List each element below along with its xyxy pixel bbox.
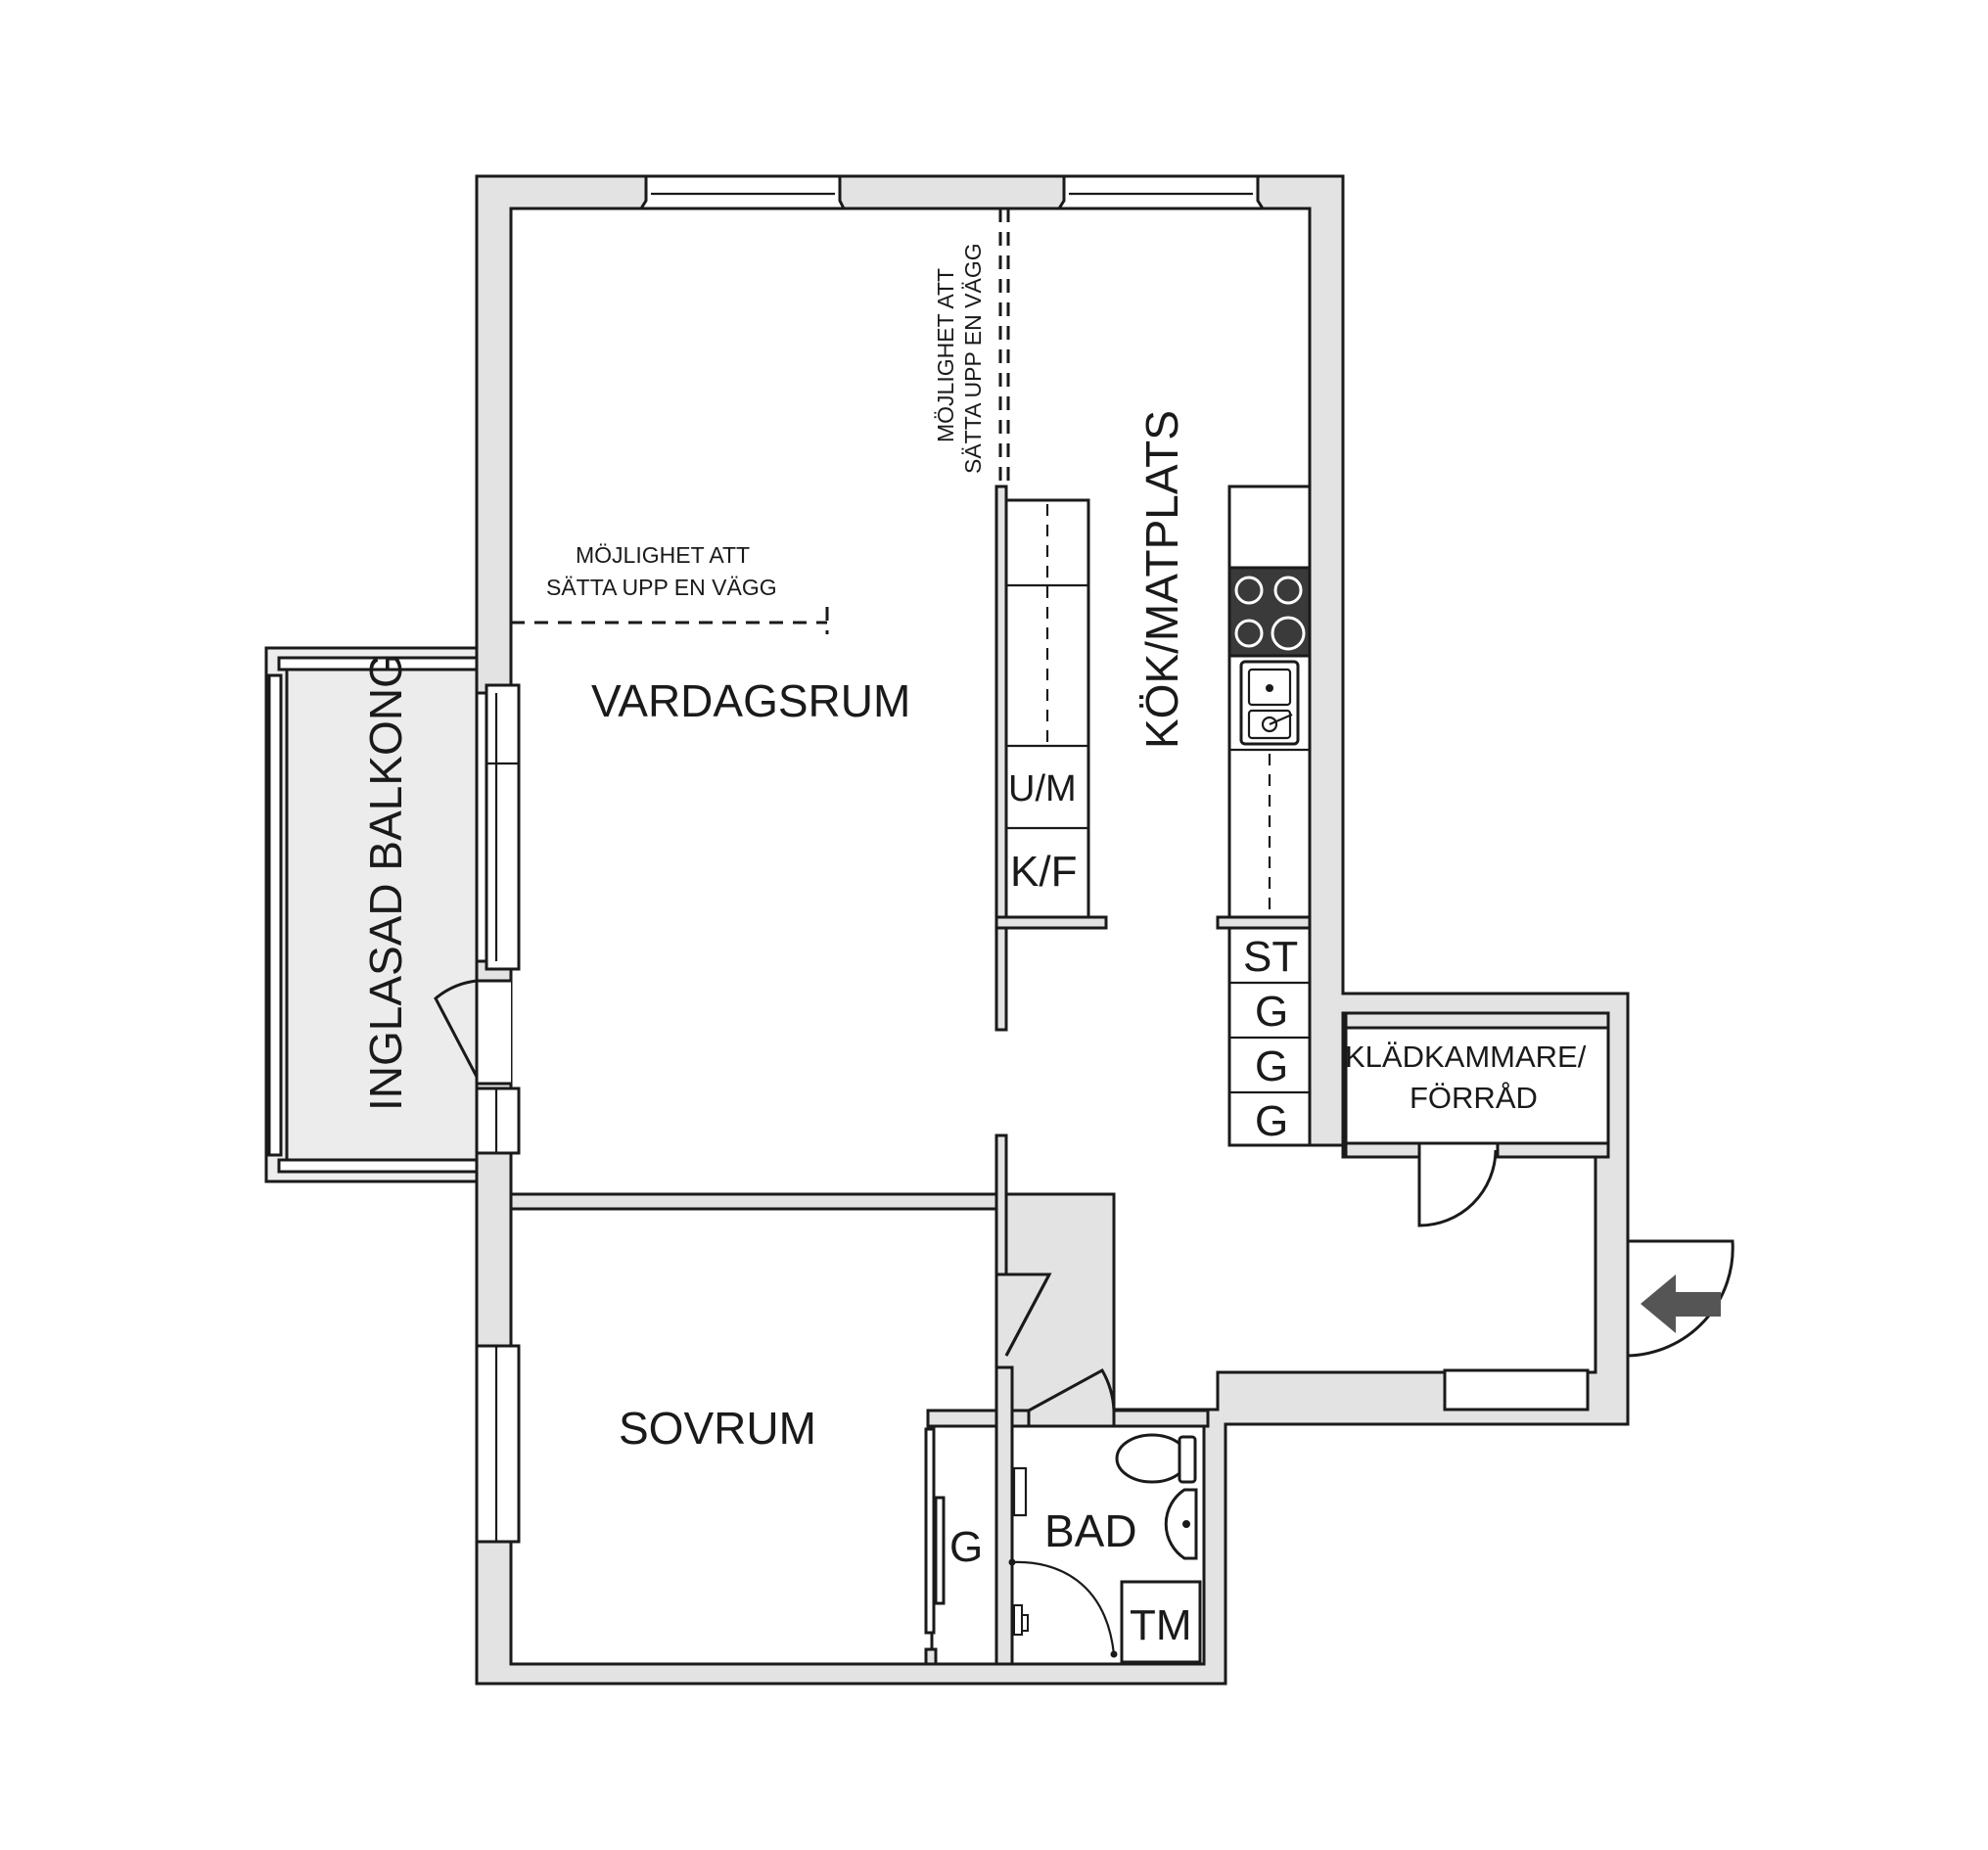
doors	[1004, 1149, 1734, 1412]
glazed-balcony	[264, 646, 479, 1183]
balcony-label: INGLASAD BALKONG	[360, 653, 411, 1111]
wall-option-markers	[509, 208, 1010, 634]
toilet	[1115, 1433, 1189, 1484]
hall-shelf	[1443, 1368, 1590, 1411]
wall-option-note-vertical-line2: SÄTTA UPP EN VÄGG	[960, 243, 986, 474]
wall-option-notes: MÖJLIGHET ATT SÄTTA UPP EN VÄGG MÖJLIGHE…	[546, 243, 986, 600]
bedroom-wardrobe	[924, 1427, 946, 1666]
bedroom-label: SOVRUM	[619, 1403, 816, 1454]
room-labels: VARDAGSRUM SOVRUM BAD KÖK/MATPLATS INGLA…	[360, 410, 1587, 1556]
living-room-label: VARDAGSRUM	[591, 675, 910, 726]
wardrobe-label-2: G	[1255, 1042, 1288, 1090]
cleaning-cabinet-label: ST	[1243, 933, 1298, 981]
kitchen-sink	[1239, 660, 1300, 746]
wardrobe-label-3: G	[1255, 1097, 1288, 1145]
washbasin	[1164, 1488, 1198, 1560]
bathroom-fixtures	[1008, 1433, 1202, 1664]
entrance-arrow-icon	[1641, 1274, 1721, 1333]
dryer-label: TM	[1130, 1601, 1192, 1649]
fixture-labels: U/M K/F ST G G G G TM	[949, 768, 1298, 1649]
kitchen-cabinet-run-left	[994, 485, 1108, 1032]
closet-label-line1: KLÄDKAMMARE/	[1345, 1040, 1587, 1074]
microwave-label: U/M	[1008, 768, 1077, 809]
walls	[475, 174, 1630, 1686]
fridge-freezer-label: K/F	[1010, 848, 1077, 896]
wall-option-note-horizontal-line2: SÄTTA UPP EN VÄGG	[546, 575, 777, 600]
wall-option-note-vertical-line1: MÖJLIGHET ATT	[933, 268, 958, 442]
wall-option-note-horizontal-line1: MÖJLIGHET ATT	[576, 542, 750, 568]
bathroom-label: BAD	[1044, 1505, 1137, 1556]
wardrobe-label-1: G	[1255, 988, 1288, 1036]
kitchen-cabinet-run-right	[1216, 485, 1312, 1147]
dryer	[1120, 1580, 1202, 1664]
kitchen-label: KÖK/MATPLATS	[1136, 410, 1187, 749]
closet-label-line2: FÖRRÅD	[1410, 1081, 1538, 1115]
wardrobe-label-bedroom: G	[949, 1523, 983, 1571]
